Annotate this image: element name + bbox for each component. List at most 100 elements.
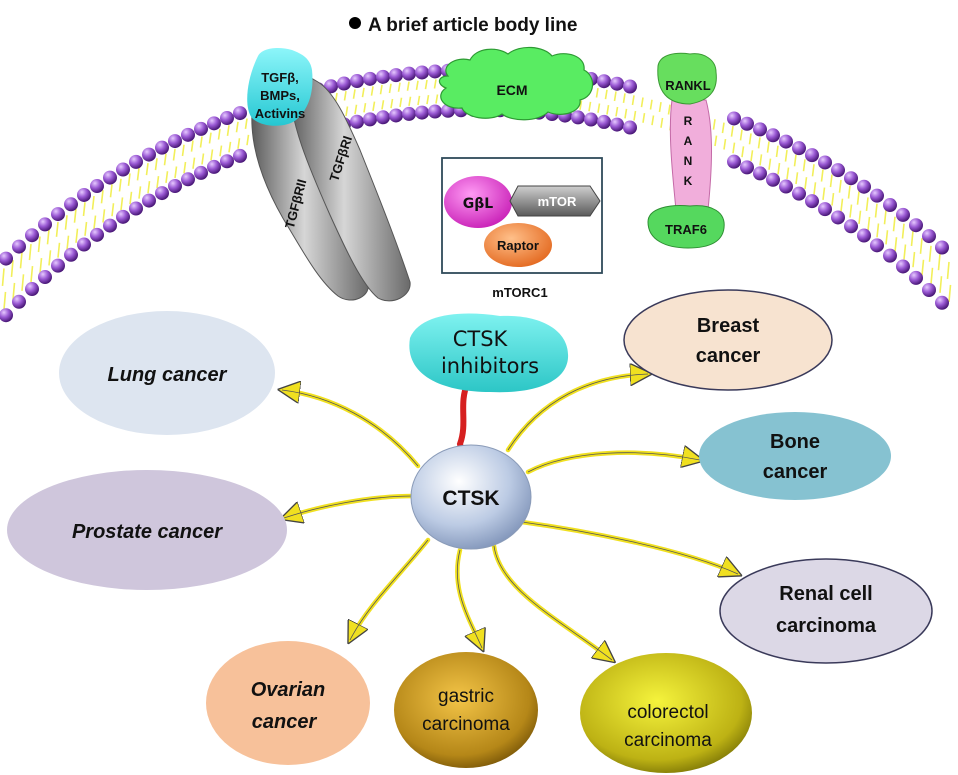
tgf-receptor-complex: TGFβRII TGFβRI TGFβ, BMPs, Activins xyxy=(247,48,411,302)
ovarian-label-1: Ovarian xyxy=(251,679,325,701)
lipid-tail xyxy=(595,88,601,113)
lipid-head xyxy=(922,229,936,244)
lipid-head xyxy=(402,106,416,121)
lipid-head xyxy=(64,197,78,212)
lipid-tail xyxy=(10,259,16,300)
lipid-tail xyxy=(235,121,241,149)
lipid-tail xyxy=(739,129,745,158)
inhibitors-line-2: inhibitors xyxy=(441,354,539,378)
lipid-head xyxy=(12,239,26,254)
lipid-head xyxy=(90,179,104,194)
lipid-head xyxy=(883,198,897,213)
complex-box xyxy=(441,157,603,274)
lipid-tail xyxy=(829,174,835,206)
colorectal-label-2: carcinoma xyxy=(624,730,712,751)
lipid-head xyxy=(194,165,208,180)
lipid-head xyxy=(415,65,429,80)
lipid-head xyxy=(623,79,637,94)
lipid-head xyxy=(870,238,884,253)
lipid-tail xyxy=(118,178,124,211)
lipid-head xyxy=(116,162,130,177)
lipid-head xyxy=(376,110,390,125)
gastric-label-1: gastric xyxy=(438,686,494,707)
lipid-tail xyxy=(892,216,898,252)
lipid-head xyxy=(402,66,416,81)
lipid-tail xyxy=(775,145,781,175)
heading-text: A brief article body line xyxy=(368,15,577,36)
lipid-tail xyxy=(109,184,115,217)
lipid-tail xyxy=(937,253,943,293)
lipid-head xyxy=(103,170,117,185)
renal-label-1: Renal cell xyxy=(779,583,872,605)
lipid-head xyxy=(818,155,832,170)
lipid-tail xyxy=(406,81,412,107)
ecm-label: ECM xyxy=(496,82,527,98)
lipid-head xyxy=(376,69,390,84)
lipid-head xyxy=(38,217,52,232)
lipid-tail xyxy=(1,268,7,310)
renal-label-2: carcinoma xyxy=(776,615,877,637)
lipid-head xyxy=(90,227,104,242)
rank-letter-r: R xyxy=(684,114,693,128)
lipid-tail xyxy=(838,179,844,212)
rank-letter-a: A xyxy=(684,134,693,148)
lipid-tail xyxy=(757,137,763,166)
lipid-head xyxy=(727,154,741,169)
lipid-head xyxy=(805,194,819,209)
lipid-tail xyxy=(190,140,196,169)
lipid-head xyxy=(909,270,923,285)
lipid-head xyxy=(727,111,741,126)
lipid-head xyxy=(584,112,598,127)
lipid-tail xyxy=(748,133,754,162)
lipid-head xyxy=(623,120,637,135)
arrow-prostate xyxy=(284,493,417,518)
lipid-tail xyxy=(181,144,187,174)
gbl-protein xyxy=(444,176,512,228)
lipid-tail xyxy=(874,203,880,238)
complex-label: mTORC1 xyxy=(492,285,547,300)
rankl-label: RANKL xyxy=(665,78,711,93)
lipid-tail xyxy=(127,173,133,205)
lipid-tail xyxy=(46,229,52,266)
cancer-renal: Renal cell carcinoma xyxy=(719,558,933,664)
arrow-lung xyxy=(282,390,421,469)
lipid-head xyxy=(571,110,585,125)
lipid-head xyxy=(389,68,403,83)
lipid-tail xyxy=(352,89,358,115)
cancer-prostate: Prostate cancer xyxy=(7,470,287,590)
lipid-tail xyxy=(730,125,736,154)
cancer-breast: Breast cancer xyxy=(623,289,833,391)
lipid-tail xyxy=(154,158,160,189)
lipid-tail xyxy=(613,91,619,117)
lipid-head xyxy=(740,160,754,175)
lipid-head xyxy=(25,228,39,243)
rank-letter-n: N xyxy=(684,154,693,168)
arrow-renal xyxy=(519,519,738,574)
breast-label-1: Breast xyxy=(697,315,760,337)
raptor-protein xyxy=(484,223,552,267)
lipid-tail xyxy=(910,230,916,268)
lipid-head xyxy=(168,134,182,149)
lipid-tail xyxy=(424,79,430,105)
lipid-head xyxy=(753,122,767,137)
lipid-head xyxy=(844,219,858,234)
lipid-head xyxy=(77,187,91,202)
ctsk-hub: CTSK xyxy=(410,444,532,550)
bone-label-1: Bone xyxy=(770,431,820,453)
ctsk-inhibitors-node: CTSK inhibitors xyxy=(409,313,569,393)
lipid-tail xyxy=(226,125,232,153)
breast-label-2: cancer xyxy=(696,345,761,367)
lipid-head xyxy=(181,127,195,142)
lipid-head xyxy=(220,111,234,126)
rankl-ligand xyxy=(657,52,717,105)
lipid-tail xyxy=(784,149,790,180)
lipid-tail xyxy=(100,190,106,223)
lipid-tail xyxy=(136,168,142,199)
lipid-head xyxy=(935,295,949,310)
lipid-head xyxy=(597,114,611,129)
lipid-head xyxy=(857,179,871,194)
heading: A brief article body line xyxy=(349,15,577,36)
lipid-tail xyxy=(172,148,178,179)
lipid-tail xyxy=(199,136,205,165)
